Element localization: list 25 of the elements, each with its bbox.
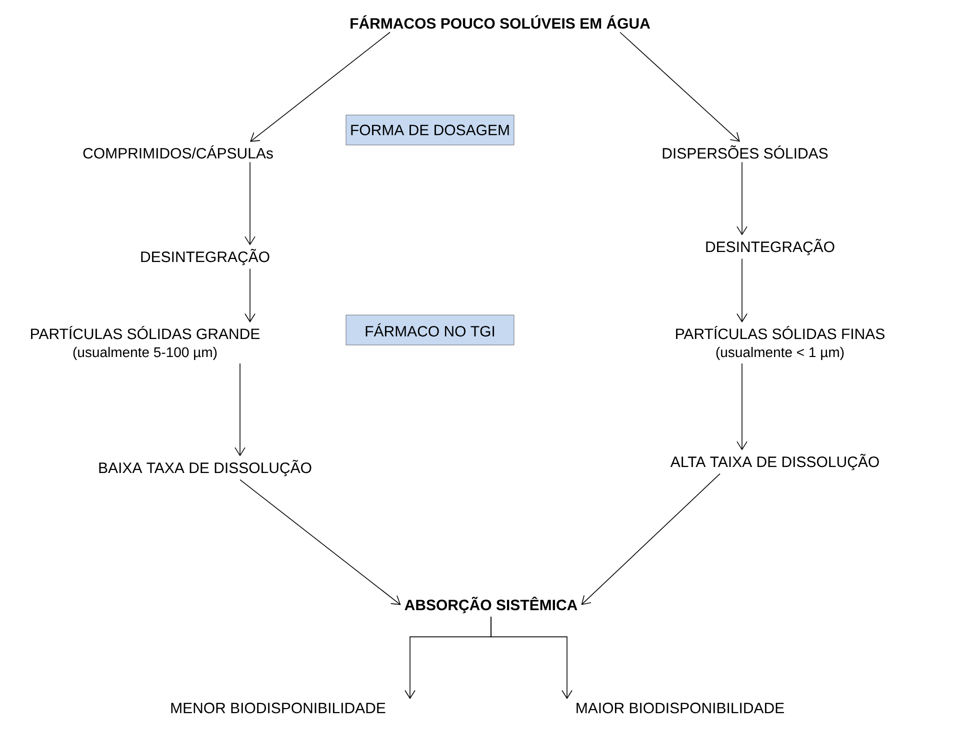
category-box: FÁRMACO NO TGI (346, 314, 514, 346)
arrow (250, 32, 390, 142)
arrow (736, 258, 748, 322)
step-text: DESINTEGRAÇÃO (141, 248, 270, 266)
step-text: COMPRIMIDOS/CÁPSULAs (83, 145, 273, 159)
step-text: PARTÍCULAS SÓLIDAS GRANDE (usualmente 5-100 µm) (31, 326, 260, 360)
step-text: ALTA TAIXA DE DISSOLUÇÃO (670, 454, 879, 470)
arrow (581, 473, 720, 605)
step-text: PARTÍCULAS SÓLIDAS FINAS (usualmente < 1 µm) (676, 326, 884, 360)
heading-text: FÁRMACOS POUCO SOLÚVEIS EM ÁGUA (350, 15, 650, 29)
step-text: BAIXA TAXA DE DISSOLUÇÃO (99, 460, 312, 476)
step-text: DISPERSÕES SÓLIDAS (662, 145, 828, 159)
step-text: DESINTEGRAÇÃO (706, 238, 834, 256)
arrow (234, 363, 246, 456)
step-text: MAIOR BIODISPONIBILIDADE (576, 702, 784, 714)
arrow (240, 479, 401, 605)
step-text: MENOR BIODISPONIBILIDADE (171, 702, 386, 714)
arrow (736, 363, 748, 450)
arrow (490, 616, 572, 700)
arrow (244, 268, 256, 322)
arrow (620, 32, 740, 142)
arrow (736, 162, 748, 236)
category-box: FORMA DE DOSAGEM (346, 114, 514, 146)
heading-text: ABSORÇÃO SISTÊMICA (404, 596, 578, 614)
arrow (244, 162, 256, 246)
